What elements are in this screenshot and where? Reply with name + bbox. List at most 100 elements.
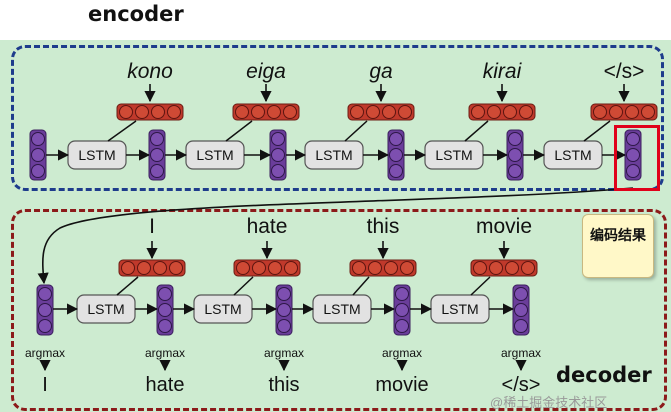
decoder-embedding-unit	[121, 261, 135, 275]
encoder-hidden-state-unit	[150, 132, 164, 146]
encoder-hidden-state-unit	[389, 148, 403, 162]
encoder-embedding-unit	[251, 105, 265, 119]
encoder-embedding	[468, 103, 536, 121]
encoding-result-highlight	[614, 125, 660, 191]
encoder-embedding-unit	[283, 105, 297, 119]
decoder-embedding-unit	[384, 261, 398, 275]
encoder-embedding-unit	[593, 105, 607, 119]
decoder-input-word: this	[367, 215, 400, 238]
encoder-hidden-state-unit	[508, 148, 522, 162]
encoder-embed-connector	[344, 120, 368, 142]
argmax-label: argmax	[264, 346, 304, 360]
encoder-embedding-unit	[151, 105, 165, 119]
encoder-embedding-unit	[625, 105, 639, 119]
encoder-lstm-label: LSTM	[196, 147, 233, 163]
encoder-embedding-unit	[503, 105, 517, 119]
encoder-hidden-state-unit	[271, 148, 285, 162]
encoder-hidden-state-unit	[508, 132, 522, 146]
encoder-initial-state-unit	[31, 132, 45, 146]
encoder-embedding-unit	[609, 105, 623, 119]
encoder-embedding-unit	[119, 105, 133, 119]
encoder-embedding	[116, 103, 184, 121]
encoder-embedding-unit	[398, 105, 412, 119]
decoder-lstm-label: LSTM	[323, 301, 360, 317]
decoder-embed-connector	[116, 276, 139, 296]
decoder-input-word: movie	[476, 215, 532, 238]
decoder-input-word: I	[149, 215, 155, 238]
decoder-frame	[11, 209, 667, 411]
encoder-hidden-state-unit	[508, 164, 522, 178]
encoder-input-word: kono	[127, 60, 173, 83]
argmax-label: argmax	[145, 346, 185, 360]
decoder-hidden-state-unit	[514, 303, 528, 317]
argmax-label: argmax	[25, 346, 65, 360]
encoder-embedding	[232, 103, 300, 121]
encoder-initial-state-unit	[31, 148, 45, 162]
encoder-embed-connector	[583, 120, 611, 142]
decoder-embedding-unit	[169, 261, 183, 275]
decoder-embedding-unit	[236, 261, 250, 275]
argmax-label: argmax	[501, 346, 541, 360]
decoder-title: decoder	[556, 363, 652, 387]
encoder-embedding-unit	[471, 105, 485, 119]
encoder-embedding-unit	[167, 105, 181, 119]
encoder-title: encoder	[88, 2, 184, 26]
encoder-lstm-label: LSTM	[315, 147, 352, 163]
decoder-embedding-unit	[352, 261, 366, 275]
encoder-hidden-state-unit	[150, 148, 164, 162]
encoder-embed-connector	[107, 120, 137, 142]
argmax-label: argmax	[382, 346, 422, 360]
decoder-initial-state-unit	[38, 303, 52, 317]
encoder-hidden-state-unit	[626, 132, 640, 146]
encoder-hidden-state-unit	[271, 164, 285, 178]
decoder-hidden-state-unit	[277, 303, 291, 317]
decoder-hidden-state-unit	[395, 319, 409, 333]
encoder-embedding-unit	[135, 105, 149, 119]
decoder-output-word: I	[42, 374, 48, 396]
encoder-embedding	[590, 103, 658, 121]
decoder-embedding-unit	[252, 261, 266, 275]
encoder-lstm-label: LSTM	[78, 147, 115, 163]
decoder-hidden-state-unit	[395, 303, 409, 317]
decoder-lstm-label: LSTM	[87, 301, 124, 317]
encoder-embedding	[347, 103, 415, 121]
encoder-input-word: eiga	[246, 60, 286, 83]
encoder-hidden-state-unit	[150, 164, 164, 178]
decoder-hidden-state-unit	[158, 303, 172, 317]
decoder-initial-state-unit	[38, 319, 52, 333]
decoder-output-word: this	[268, 374, 299, 396]
decoder-hidden-state-unit	[158, 287, 172, 301]
encoder-embedding-unit	[382, 105, 396, 119]
decoder-embed-connector	[352, 276, 370, 296]
encoder-hidden-state-unit	[389, 132, 403, 146]
encoder-frame	[11, 45, 664, 191]
encoder-input-word: </s>	[604, 60, 645, 83]
encoding-result-callout: 编码结果	[582, 214, 654, 278]
encoder-lstm-label: LSTM	[554, 147, 591, 163]
encoder-to-decoder-arrow	[37, 187, 634, 285]
decoder-embedding-unit	[137, 261, 151, 275]
decoder-embed-connector	[233, 276, 254, 296]
decoder-embedding	[118, 259, 186, 277]
watermark: @稀土掘金技术社区	[490, 395, 608, 410]
decoder-output-word: movie	[375, 374, 428, 396]
encoder-initial-state-unit	[31, 164, 45, 178]
decoder-embedding-unit	[473, 261, 487, 275]
diagram-background	[0, 40, 671, 412]
decoder-embedding-unit	[400, 261, 414, 275]
decoder-embed-connector	[470, 276, 491, 296]
decoder-initial-state-unit	[38, 287, 52, 301]
encoder-embedding-unit	[519, 105, 533, 119]
encoder-lstm-label: LSTM	[435, 147, 472, 163]
encoder-embed-connector	[464, 120, 489, 142]
decoder-hidden-state-unit	[277, 287, 291, 301]
decoder-hidden-state-unit	[277, 319, 291, 333]
encoder-embedding-unit	[641, 105, 655, 119]
decoder-hidden-state-unit	[395, 287, 409, 301]
decoder-embedding-unit	[153, 261, 167, 275]
encoder-input-word: ga	[369, 60, 392, 83]
encoder-embedding-unit	[366, 105, 380, 119]
decoder-output-word: </s>	[502, 374, 541, 396]
encoder-embedding-unit	[350, 105, 364, 119]
